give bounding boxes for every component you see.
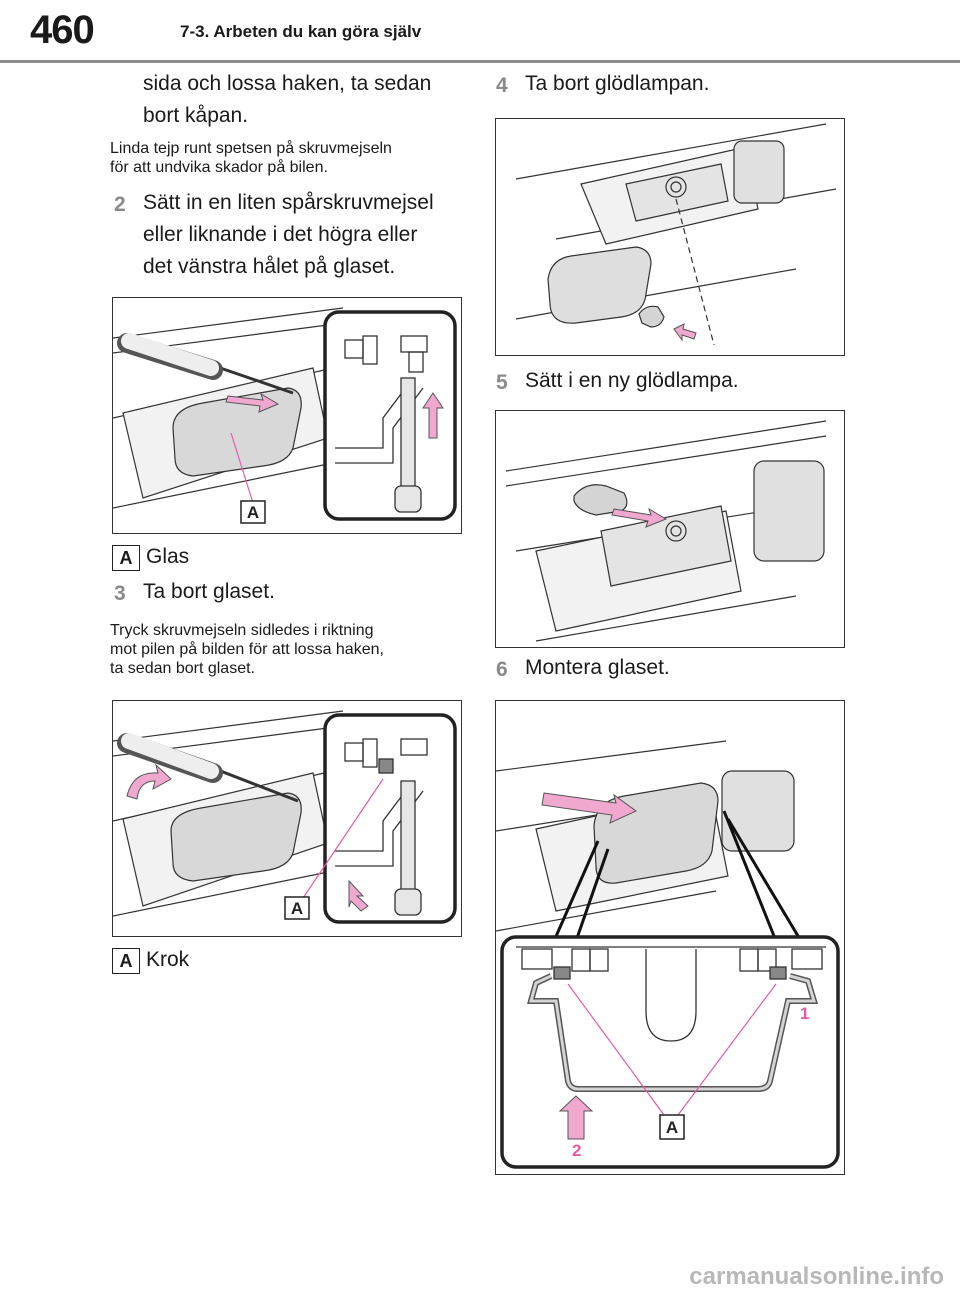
intro-line-1: sida och lossa haken, ta sedan: [143, 72, 432, 95]
figure-5-label-a: A: [666, 1118, 678, 1137]
step-6-number: 6: [496, 658, 508, 681]
figure-release-hook: A: [112, 700, 462, 937]
legend-1-text: Glas: [146, 545, 190, 568]
step-2-number: 2: [114, 193, 126, 216]
legend-2-text: Krok: [146, 948, 190, 971]
figure-5-label-2: 2: [572, 1141, 581, 1160]
note-1-line-1: Linda tejp runt spetsen på skruvmejseln: [110, 140, 392, 157]
figure-1-label: A: [247, 503, 259, 522]
step-3-number: 3: [114, 582, 126, 605]
note-1-line-2: för att undvika skador på bilen.: [110, 159, 328, 176]
page-header: 460 7-3. Arbeten du kan göra själv: [0, 0, 960, 63]
chapter-title: 7-3. Arbeten du kan göra själv: [180, 22, 422, 41]
step-3-text: Ta bort glaset.: [143, 580, 275, 603]
note-2-line-1: Tryck skruvmejseln sidledes i riktning: [110, 622, 374, 639]
figure-insert-new-bulb: [495, 410, 845, 648]
note-2-line-2: mot pilen på bilden för att lossa haken,: [110, 641, 384, 658]
step-2-line-1: Sätt in en liten spårskruvmejsel: [143, 191, 434, 214]
figure-remove-bulb: [495, 118, 845, 356]
intro-line-2: bort kåpan.: [143, 104, 249, 127]
step-2-line-2: eller liknande i det högra eller: [143, 223, 418, 246]
legend-2-key: A: [112, 948, 140, 974]
step-2-line-3: det vänstra hålet på glaset.: [143, 255, 396, 278]
step-6-text: Montera glaset.: [525, 656, 670, 679]
step-4-number: 4: [496, 74, 508, 97]
note-2-line-3: ta sedan bort glaset.: [110, 660, 255, 677]
step-4-text: Ta bort glödlampan.: [525, 72, 710, 95]
watermark: carmanualsonline.info: [689, 1263, 944, 1290]
step-5-number: 5: [496, 371, 508, 394]
step-5-text: Sätt i en ny glödlampa.: [525, 369, 739, 392]
legend-1-key: A: [112, 545, 140, 571]
page-number: 460: [30, 8, 95, 52]
figure-5-label-1: 1: [800, 1004, 809, 1023]
figure-insert-screwdriver: A: [112, 297, 462, 534]
figure-2-label: A: [291, 899, 303, 918]
header-rule: [0, 60, 960, 63]
figure-install-glass: A 1 2: [495, 700, 845, 1175]
